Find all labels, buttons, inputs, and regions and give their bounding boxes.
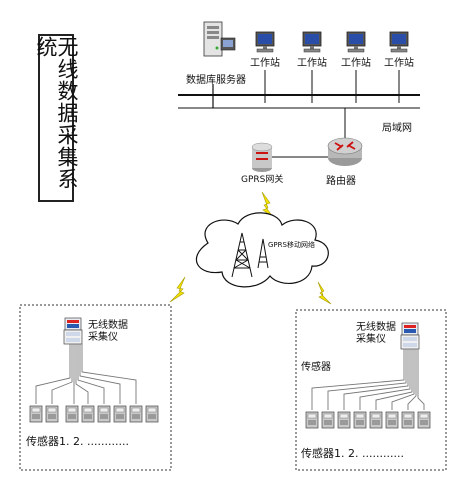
sensor-icon: [81, 405, 95, 423]
sensor-icon: [321, 411, 335, 429]
sensor-icon: [113, 405, 127, 423]
right-site-frame: [295, 309, 447, 471]
workstation-icon: [389, 31, 409, 53]
data-collector-left-icon: [63, 317, 83, 345]
gprs-network-label: GPRS移动网络: [268, 241, 315, 249]
collector-right-label-1: 无线数据: [356, 322, 396, 333]
workstation-label: 工作站: [297, 58, 327, 69]
database-server-icon: [203, 21, 236, 57]
sensor-icon: [97, 405, 111, 423]
sensor-icon: [353, 411, 367, 429]
lightning-right-icon: [317, 281, 332, 305]
router-label: 路由器: [326, 176, 356, 187]
sensor-icon: [45, 405, 59, 423]
sensor-icon: [417, 411, 431, 429]
workstation-label: 工作站: [341, 58, 371, 69]
sensor-icon: [29, 405, 43, 423]
workstation-icon: [346, 31, 366, 53]
sensor-icon: [145, 405, 159, 423]
collector-left-label-1: 无线数据: [88, 320, 128, 331]
collector-left-label-2: 采集仪: [88, 332, 118, 343]
router-icon: [327, 137, 363, 166]
sensor-label-right: 传感器: [301, 362, 331, 373]
workstation-label: 工作站: [250, 58, 280, 69]
sensor-icon: [385, 411, 399, 429]
lan-label: 局域网: [382, 123, 412, 134]
sensor-icon: [129, 405, 143, 423]
lightning-left-icon: [169, 276, 186, 303]
collector-right-label-2: 采集仪: [356, 334, 386, 345]
sensor-wires-right: [311, 349, 425, 410]
workstation-label: 工作站: [384, 58, 414, 69]
workstation-icon: [255, 31, 275, 53]
db-server-label: 数据库服务器: [186, 75, 246, 86]
sensors-right-label: 传感器1. 2. ............: [301, 447, 404, 460]
sensor-icon: [337, 411, 351, 429]
sensor-icon: [65, 405, 79, 423]
sensor-icon: [305, 411, 319, 429]
workstation-icon: [302, 31, 322, 53]
gprs-gateway-label: GPRS网关: [241, 175, 284, 185]
gprs-gateway-icon: [251, 142, 273, 172]
gprs-cloud: [195, 212, 329, 288]
left-site-frame: [19, 304, 172, 471]
sensor-icon: [401, 411, 415, 429]
data-collector-right-icon: [400, 322, 420, 350]
sensor-icon: [369, 411, 383, 429]
sensors-left-label: 传感器1. 2. ............: [26, 435, 129, 448]
sensor-wires-left: [35, 344, 137, 404]
title-box: 无线数据采集系统: [34, 34, 79, 202]
page-title: 无线数据采集系统: [34, 36, 79, 190]
radio-tower-icon: [231, 232, 269, 278]
